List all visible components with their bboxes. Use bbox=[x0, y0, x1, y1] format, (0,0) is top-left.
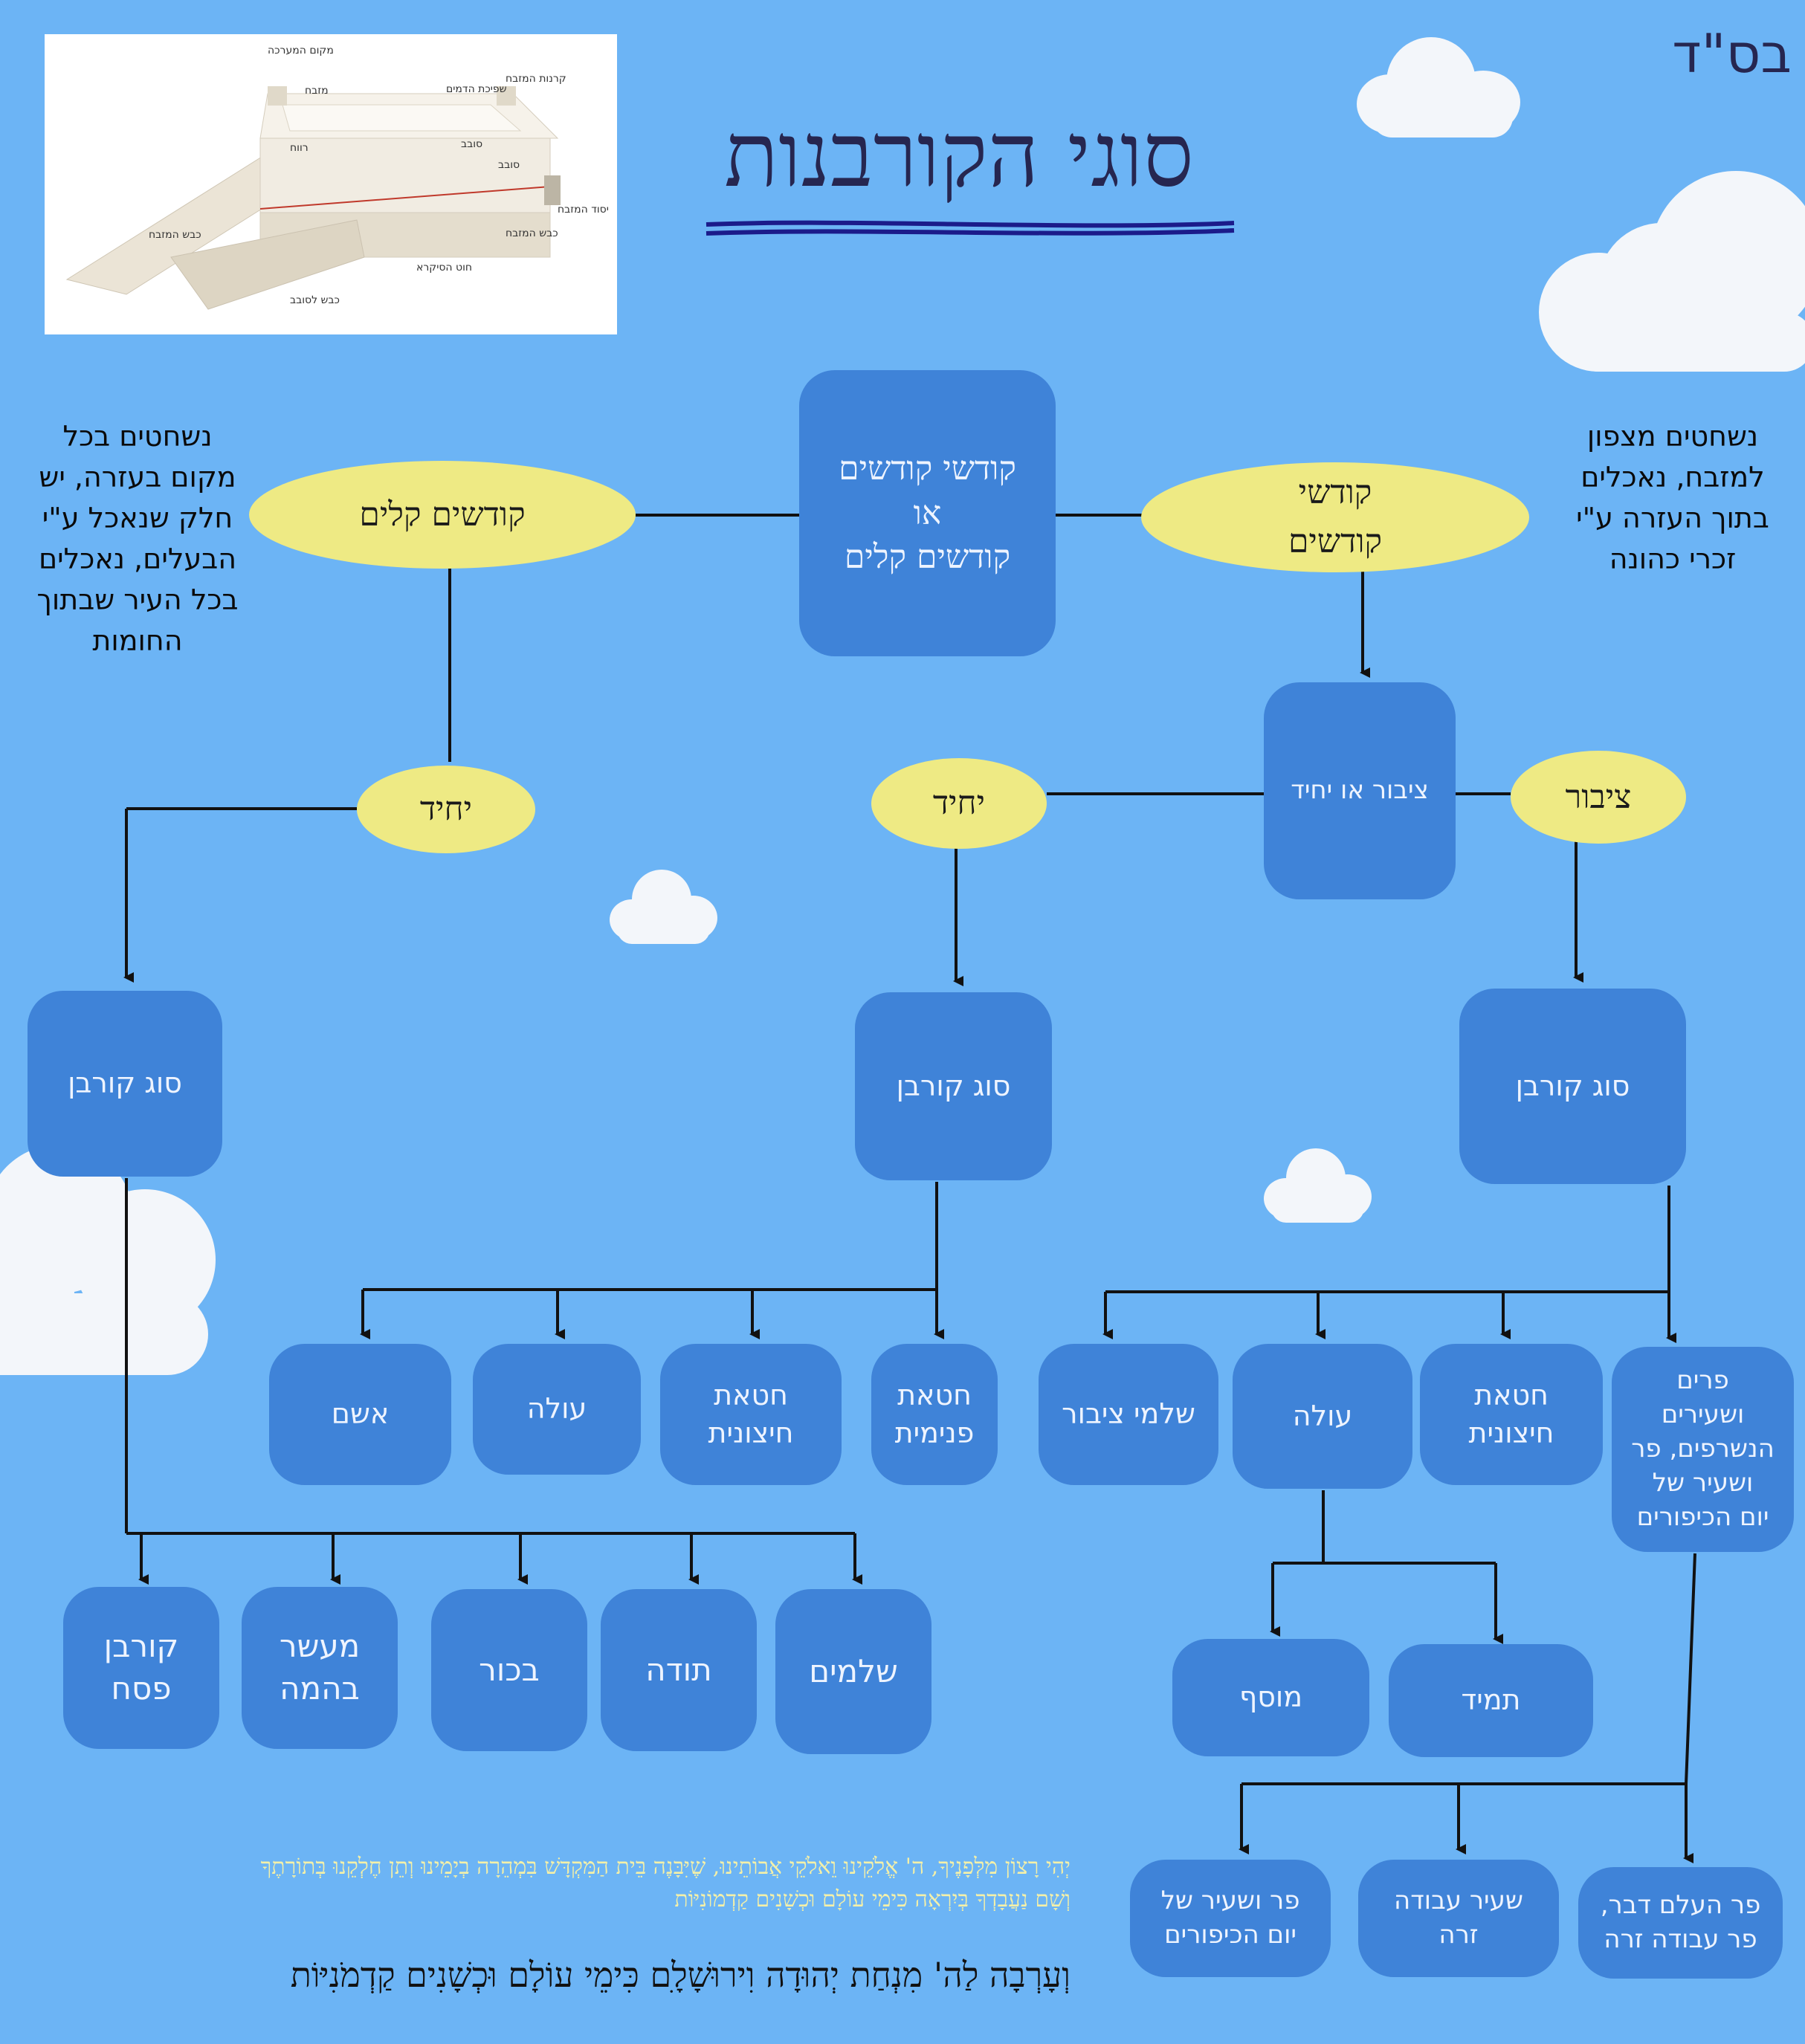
image-label: סובב bbox=[461, 138, 483, 150]
node-sug-korban-left: סוג קורבן bbox=[28, 991, 222, 1177]
node-sug-korban-right: סוג קורבן bbox=[1459, 989, 1686, 1184]
node-shlamim: שלמים bbox=[775, 1589, 931, 1754]
node-musaf: מוסף bbox=[1172, 1639, 1369, 1756]
cloud-mid-left bbox=[610, 870, 717, 944]
image-label: קרנות המזבח bbox=[506, 73, 566, 85]
prayer-text: יְהִי רָצוֹן מִלְּפָנֶיךָ, ה' אֱלֹקֵינוּ… bbox=[260, 1854, 1071, 1912]
node-maaser-behema: מעשר בהמה bbox=[242, 1587, 398, 1749]
node-bechor: בכור bbox=[431, 1589, 587, 1751]
cloud-mid-right bbox=[1264, 1148, 1372, 1223]
page-title: סוגי הקורבנות bbox=[724, 104, 1194, 207]
note-kodshei-kodashim: נשחטים מצפון למזבח, נאכלים בתוך העזרה ע"… bbox=[1576, 420, 1769, 576]
image-label: מזבח bbox=[305, 85, 329, 97]
image-label: רווח bbox=[290, 142, 309, 154]
cloud-top bbox=[1357, 30, 1520, 141]
image-label: כבש המזבח bbox=[506, 227, 558, 239]
image-label: כבש המזבח bbox=[149, 229, 201, 241]
node-tzibur-parim: פרים ושעירים הנשרפים, פר ושעיר של יום הכ… bbox=[1612, 1347, 1794, 1552]
title-underline bbox=[705, 220, 1235, 236]
note-kodashim-kalim: נשחטים בכל מקום בעזרה, יש חלק שנאכל ע"י … bbox=[36, 420, 239, 658]
cloud-top-right bbox=[1539, 171, 1805, 372]
image-label: כבש לסובב bbox=[290, 294, 340, 306]
image-label: חוט הסיקרא bbox=[416, 262, 473, 274]
image-label: יסוד המזבח bbox=[558, 204, 609, 216]
node-mid-chatat-chitzonit: חטאת חיצונית bbox=[660, 1344, 842, 1485]
image-label: סובב bbox=[498, 159, 520, 171]
node-tamid: תמיד bbox=[1389, 1644, 1593, 1757]
verse-text: וְעָרְבָה לַה' מִנְחַת יְהוּדָה וִירוּשָ… bbox=[290, 1955, 1071, 1995]
node-korban-pesach: קורבן פסח bbox=[63, 1587, 219, 1749]
node-mid-asham: אשם bbox=[269, 1344, 451, 1485]
node-seir-avoda-zara: שעיר עבודה זרה bbox=[1358, 1860, 1559, 1977]
image-label: שפיכת הדמים bbox=[446, 83, 507, 95]
node-mid-chatat-pnimit: חטאת פנימית bbox=[871, 1344, 998, 1485]
node-shalmei-tzibur: שלמי ציבור bbox=[1039, 1344, 1218, 1485]
node-toda: תודה bbox=[601, 1589, 757, 1751]
node-tzibur: ציבור bbox=[1511, 751, 1686, 844]
node-sug-korban-mid: סוג קורבן bbox=[855, 992, 1052, 1180]
node-tzibur-ola: עולה bbox=[1233, 1344, 1412, 1489]
bsd-mark: בס"ד bbox=[1672, 22, 1792, 85]
node-root: קודשי קודשים או קודשים קלים bbox=[799, 370, 1056, 656]
cloud-left bbox=[0, 1145, 275, 1382]
node-kodshei-kodashim: קודשי קודשים bbox=[1141, 462, 1529, 572]
node-par-seir-yom-kippur: פר ושעיר של יום הכיפורים bbox=[1130, 1860, 1331, 1977]
image-label: מקום המערכה bbox=[268, 45, 334, 56]
altar-illustration bbox=[65, 86, 561, 310]
node-tzibur-chatat-chitzonit: חטאת חיצונית bbox=[1420, 1344, 1603, 1485]
node-tzibur-o-yachid: ציבור או יחיד bbox=[1264, 682, 1456, 899]
node-mid-ola: עולה bbox=[473, 1344, 641, 1475]
node-kodashim-kalim: קודשים קלים bbox=[249, 461, 636, 569]
node-yachid-left: יחיד bbox=[357, 766, 535, 853]
node-par-helem-davar: פר העלם דבר, פר עבודה זרה bbox=[1578, 1867, 1783, 1979]
node-yachid-mid: יחיד bbox=[871, 758, 1047, 849]
altar-image: מקום המערכה מזבח שפיכת הדמים קרנות המזבח… bbox=[45, 34, 617, 334]
